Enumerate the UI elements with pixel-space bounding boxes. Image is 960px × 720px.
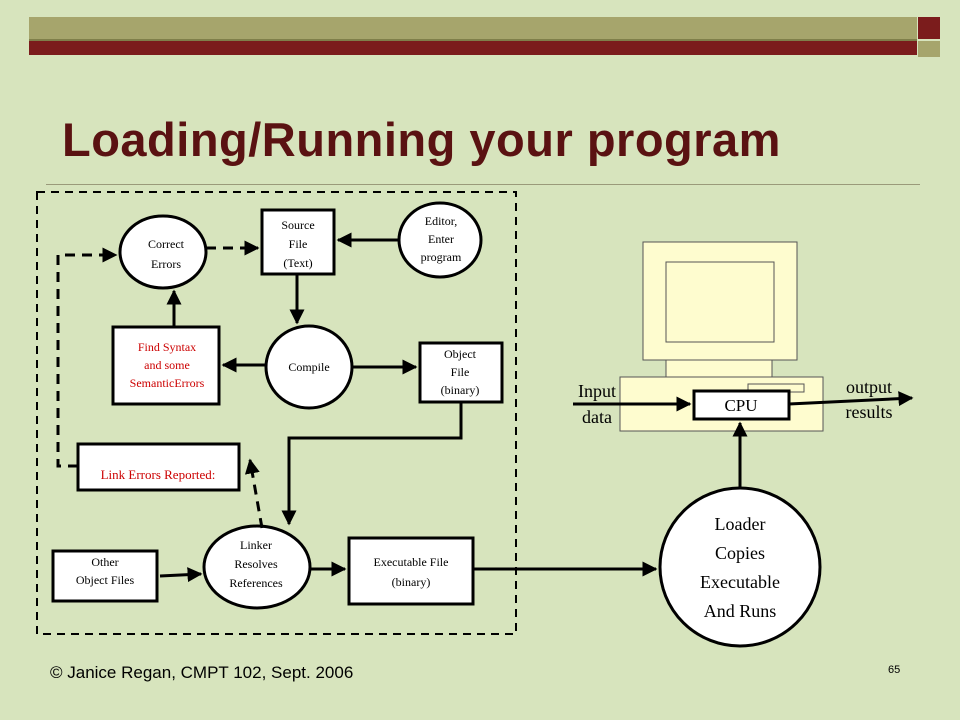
arrow-object-to-linker bbox=[281, 402, 463, 526]
arrow-cpu-to-output bbox=[788, 391, 914, 407]
cpu-line: CPU bbox=[724, 396, 757, 415]
header-corner-square bbox=[918, 17, 940, 39]
output-results-line: output bbox=[846, 377, 892, 397]
cpu-label: CPU bbox=[724, 396, 757, 415]
editor-line: program bbox=[421, 250, 462, 264]
editor-line: Enter bbox=[428, 232, 454, 246]
executable-file-line: (binary) bbox=[392, 575, 431, 589]
arrow-linker-to-link-errors bbox=[244, 458, 264, 529]
executable-file-label: Executable File (binary) bbox=[374, 555, 449, 589]
correct-errors-node bbox=[118, 214, 208, 290]
linker-line: References bbox=[229, 576, 283, 590]
find-syntax-node bbox=[111, 325, 221, 406]
arrow-other-objects-to-linker bbox=[159, 567, 203, 583]
header-bar bbox=[29, 17, 917, 41]
editor-node bbox=[397, 201, 483, 279]
compile-line: Compile bbox=[288, 360, 329, 374]
loader-line: Executable bbox=[700, 572, 780, 592]
arrow-link-errors-to-correct bbox=[56, 247, 118, 468]
dev-environment-frame bbox=[36, 191, 517, 635]
footer-credit: © Janice Regan, CMPT 102, Sept. 2006 bbox=[50, 663, 354, 682]
other-object-files-node bbox=[51, 549, 159, 603]
executable-file-line: Executable File bbox=[374, 555, 449, 569]
editor-label: Editor, Enter program bbox=[421, 214, 462, 264]
page-number: 65 bbox=[888, 664, 901, 676]
find-syntax-line: and some bbox=[144, 358, 190, 372]
source-file-line: (Text) bbox=[283, 256, 312, 270]
input-data-label: Input data bbox=[578, 381, 616, 427]
link-errors-node bbox=[76, 442, 241, 492]
find-syntax-line: Find Syntax bbox=[138, 340, 196, 354]
object-file-line: Object bbox=[444, 347, 477, 361]
output-results-line: results bbox=[846, 402, 893, 422]
correct-errors-line: Errors bbox=[151, 257, 181, 271]
linker-node bbox=[202, 524, 312, 610]
output-results-label: output results bbox=[846, 377, 893, 422]
other-object-files-line: Object Files bbox=[76, 573, 135, 587]
slide-title: Loading/Running your program bbox=[62, 113, 781, 166]
source-file-line: Source bbox=[281, 218, 314, 232]
loader-line: Loader bbox=[715, 514, 766, 534]
linker-line: Linker bbox=[240, 538, 272, 552]
link-errors-label: Link Errors Reported: bbox=[101, 467, 216, 482]
monitor-stand bbox=[665, 359, 773, 379]
linker-line: Resolves bbox=[234, 557, 278, 571]
object-file-line: File bbox=[451, 365, 470, 379]
source-file-node bbox=[260, 208, 336, 276]
link-errors-line: Link Errors Reported: bbox=[101, 467, 216, 482]
find-syntax-line: SemanticErrors bbox=[130, 376, 205, 390]
loader-line: Copies bbox=[715, 543, 765, 563]
executable-file-node bbox=[347, 536, 475, 606]
loader-node bbox=[658, 486, 822, 648]
input-data-line: data bbox=[582, 407, 612, 427]
title-underline bbox=[46, 184, 920, 185]
compile-label: Compile bbox=[288, 360, 329, 374]
other-object-files-line: Other bbox=[91, 555, 118, 569]
header-corner-square-lower bbox=[918, 41, 940, 57]
cpu-node bbox=[692, 389, 791, 421]
input-data-line: Input bbox=[578, 381, 616, 401]
header-accent-bar bbox=[29, 41, 917, 55]
editor-line: Editor, bbox=[425, 214, 458, 228]
object-file-node bbox=[418, 341, 504, 404]
monitor-screen bbox=[665, 261, 775, 343]
correct-errors-line: Correct bbox=[148, 237, 185, 251]
object-file-line: (binary) bbox=[441, 383, 480, 397]
source-file-line: File bbox=[289, 237, 308, 251]
loader-line: And Runs bbox=[704, 601, 777, 621]
